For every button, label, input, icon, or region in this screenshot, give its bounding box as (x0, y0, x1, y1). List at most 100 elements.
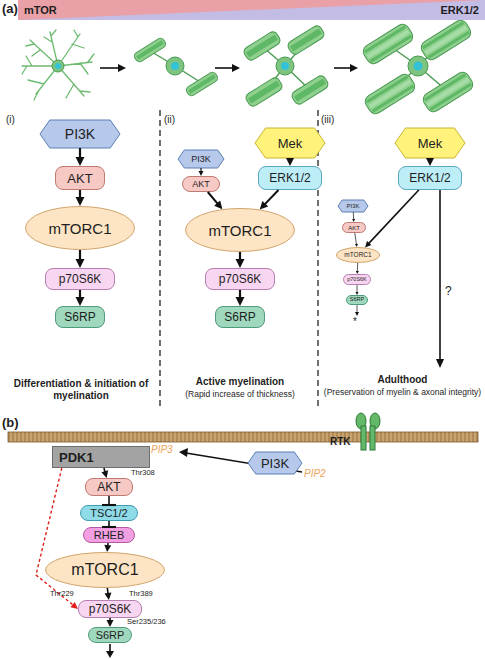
arrowhead (286, 158, 294, 166)
stage-arrowhead (232, 64, 240, 72)
pathway-node: PI3K (40, 120, 120, 148)
pathway-node: mTORERK1/2 (18, 0, 485, 20)
pathway-arrow (355, 233, 358, 247)
arrowhead (260, 201, 268, 210)
node-label-area: ERK1/2 (259, 167, 321, 189)
label-text: Differentiation & initiation of myelinat… (5, 378, 157, 401)
node-label-area: PI3K (338, 200, 368, 212)
node-label-area: PI3K (40, 120, 120, 148)
receptor-shape (370, 426, 375, 450)
pathway-node: ERK1/2 (258, 166, 322, 190)
arrowhead (426, 158, 434, 166)
myelinating-cell (242, 24, 330, 108)
gradient-band (18, 0, 485, 20)
pathway-node: RTK (330, 412, 382, 450)
node-text: mTORC1 (48, 221, 111, 236)
node-label-area: AKT (183, 177, 219, 191)
arrowhead (365, 241, 371, 247)
node-text: S6RP (350, 297, 364, 303)
hexagon-shape (338, 200, 368, 212)
connector-line (357, 285, 358, 293)
node-label-area: AKT (56, 167, 104, 189)
connector-line (107, 588, 109, 594)
node-text: AKT (67, 172, 92, 185)
node-label-area: mTORC1 (25, 206, 135, 250)
pathway-arrow (208, 192, 223, 209)
node-text: RHEB (94, 530, 125, 541)
label-text: (Rapid increase of thickness) (162, 390, 318, 400)
label-text: (ii) (164, 114, 175, 126)
connector-line (109, 618, 111, 621)
connector-line (353, 212, 354, 220)
pathway-node: AKT (182, 176, 220, 192)
label-text: (a) (2, 2, 18, 17)
pathway-arrow (76, 148, 85, 166)
label-text: Ser235/236 (127, 618, 166, 627)
pathway-node: PI3K (338, 200, 368, 212)
hexagon-shape (255, 128, 325, 158)
node-label-area: mTORC1 (45, 552, 165, 588)
node-text: RTK (330, 437, 351, 447)
label-text: (Preservation of myelin & axonal integri… (320, 388, 485, 398)
gradient-band (18, 0, 485, 20)
arrowhead (214, 200, 222, 209)
arrowhead (104, 545, 111, 552)
hexagon-shape (178, 150, 224, 168)
node-label-area: p70S6K (206, 269, 274, 289)
label-text: PIP2 (304, 468, 326, 480)
node-text: AKT (97, 481, 120, 493)
connector-line (239, 252, 241, 261)
arrowhead (101, 470, 108, 478)
node-label-area: TSC1/2 (81, 506, 137, 520)
node-label-area: Mek (255, 128, 325, 158)
ellipse-shape (186, 209, 295, 252)
pathway-arrow (236, 290, 245, 306)
node-text: Mek (278, 137, 303, 150)
connector-line (357, 263, 358, 272)
pathway-arrow (104, 588, 111, 600)
node-label-area: PDK1 (53, 447, 149, 467)
node-label-area: S6RP (89, 628, 131, 642)
node-label-area: p70S6K (79, 601, 141, 617)
pathway-node: p70S6K (78, 600, 142, 618)
node-text: PI3K (191, 155, 211, 164)
pathway-node: S6RP (88, 627, 132, 643)
pathway-node: mTORC1 (45, 552, 165, 588)
pathway-node: S6RP (55, 306, 105, 328)
pathway-node: AKT (55, 166, 105, 190)
column-divider (317, 110, 318, 410)
stage-arrowhead (118, 64, 126, 72)
pathway-arrow (426, 158, 434, 166)
node-label-area: RHEB (84, 528, 134, 542)
node-text: ERK1/2 (269, 172, 310, 184)
node-text: AKT (192, 180, 210, 189)
arrowhead (76, 259, 85, 268)
label-text: Active myelination (162, 376, 318, 388)
node-text: PI3K (346, 203, 359, 209)
connector-line (104, 468, 105, 473)
label-text: ? (445, 285, 452, 299)
connector-line (108, 496, 110, 505)
connector-line (368, 190, 418, 244)
pathway-node: AKT (342, 222, 366, 233)
pathway-node: PDK1 (52, 446, 150, 468)
nucleus (55, 63, 61, 69)
conversion-arrow (186, 453, 302, 472)
cell-membrane (8, 432, 478, 442)
pathway-node: PI3K (178, 150, 224, 168)
arrowhead (76, 197, 85, 206)
node-label-area: mTORC1 (336, 247, 380, 263)
pathway-arrow (76, 250, 85, 268)
pathway-node: PI3K (248, 452, 302, 474)
arrowhead (70, 602, 78, 609)
node-label-area: p70S6K (344, 275, 370, 284)
column-divider (159, 110, 160, 410)
downstream-arrowhead (106, 651, 114, 658)
arrowhead (76, 157, 85, 166)
arrowhead (236, 259, 245, 268)
pathway-arrow (260, 190, 279, 209)
node-text: ERK1/2 (409, 172, 450, 184)
node-label-area: PI3K (178, 150, 224, 168)
connector-line (355, 233, 357, 245)
